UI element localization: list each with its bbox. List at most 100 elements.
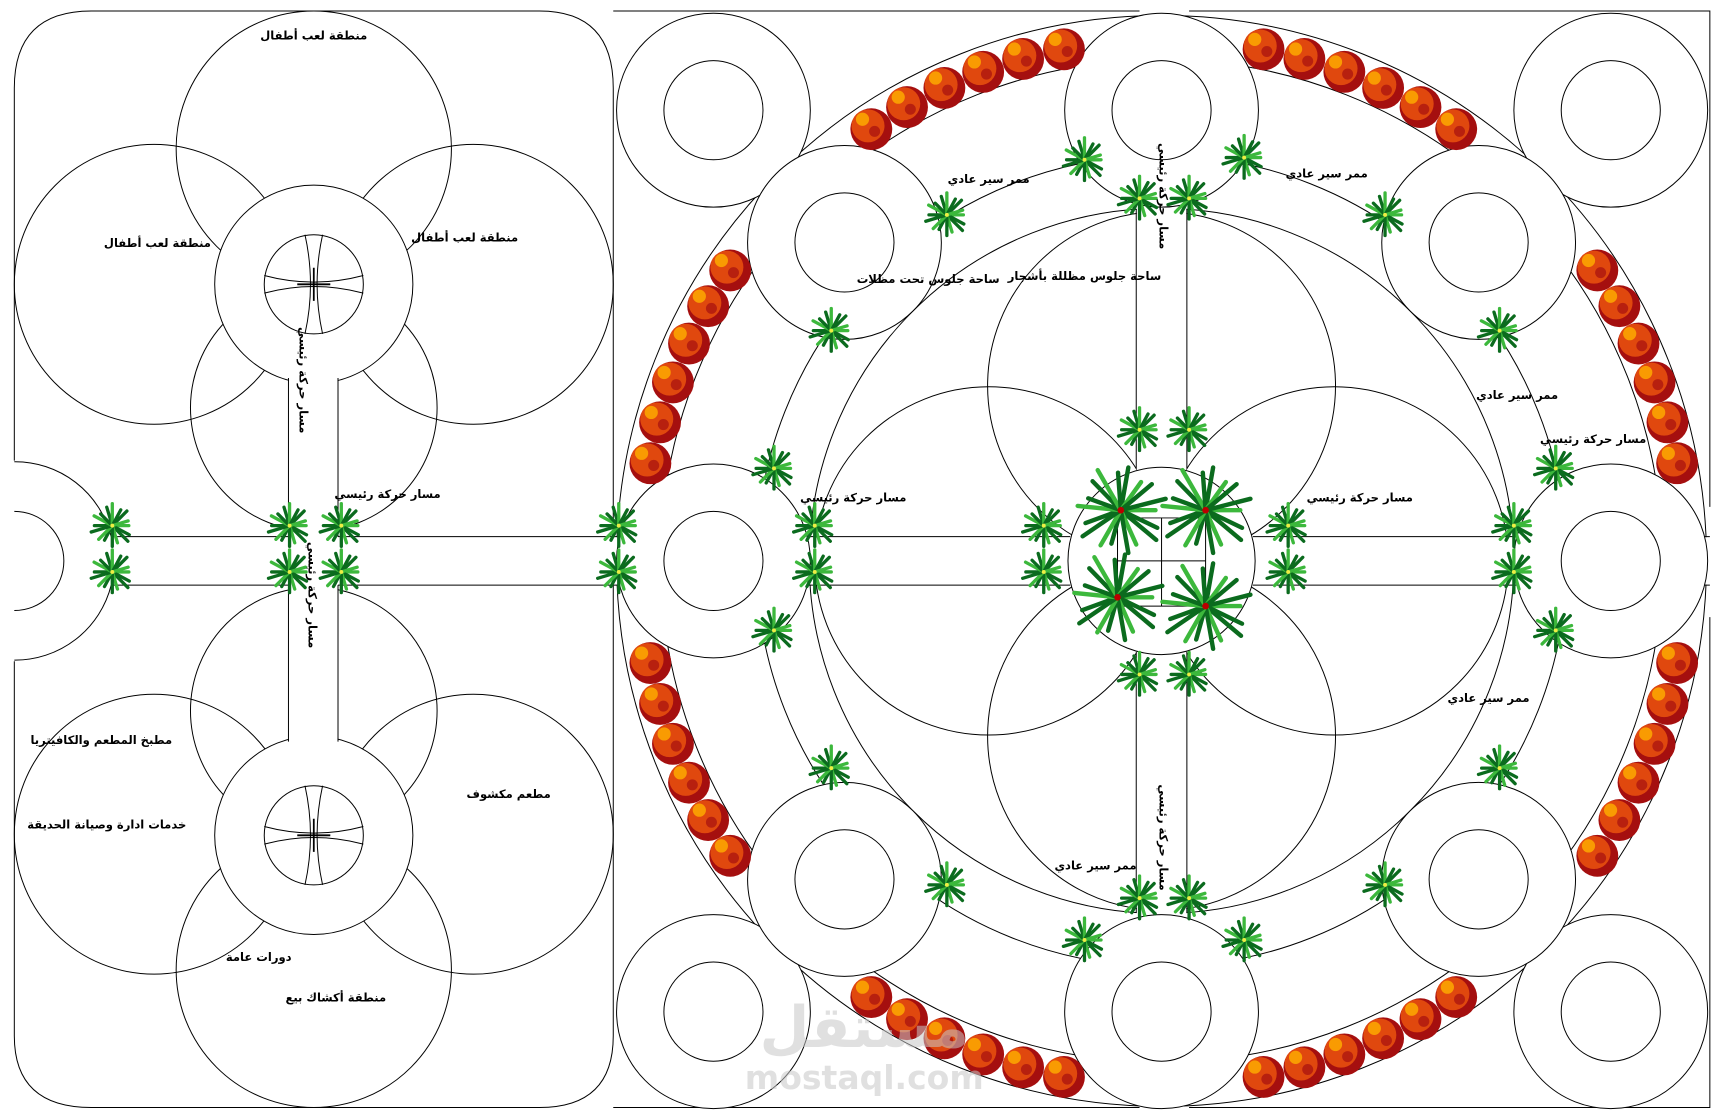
large-palm-tree (1072, 552, 1165, 643)
shrub (1576, 834, 1619, 877)
shrub (687, 799, 730, 842)
shrub (1362, 67, 1405, 109)
shrub (1362, 1017, 1405, 1060)
shrub (652, 361, 694, 404)
shrub (1002, 1046, 1045, 1089)
labels: منطقة لعب أطفال منطقة لعب أطفال منطقة لع… (27, 28, 1646, 1005)
shrub (850, 108, 893, 151)
label-main-path: مسار حركة رئيسي (1156, 784, 1170, 890)
palm-tree (1116, 406, 1159, 453)
large-palm-tree (1160, 561, 1253, 652)
label-main-path: مسار حركة رئيسي (1156, 143, 1170, 249)
roundabout-node (1064, 914, 1259, 1110)
label-kids-play-top: منطقة لعب أطفال (260, 28, 367, 43)
palm-tree (808, 306, 850, 353)
palm-tree (751, 606, 793, 653)
shrub (1598, 285, 1641, 328)
shrub (1399, 86, 1442, 129)
shrub (1598, 799, 1641, 842)
roundabout-node (616, 914, 811, 1110)
label-walkway: ممر سير عادي (948, 172, 1030, 186)
palm-tree (1166, 406, 1208, 453)
palm-tree (1476, 744, 1519, 791)
palm-tree (1221, 133, 1263, 180)
shrub (639, 401, 681, 444)
planter-circle (663, 961, 764, 1062)
shrub (1633, 361, 1676, 404)
shrub (850, 976, 893, 1019)
palm-tree (1491, 501, 1533, 548)
label-walkway: ممر سير عادي (1054, 858, 1136, 872)
shrub (886, 86, 928, 129)
label-seating-shades: ساحة جلوس تحت مظلات (857, 272, 1000, 287)
palm-tree (1061, 916, 1104, 963)
path-nodes (616, 12, 1709, 1110)
shrub (962, 1033, 1005, 1076)
planter-circle (1111, 60, 1212, 161)
label-seating-trees: ساحة جلوس مظللة بأشجار (1007, 268, 1161, 284)
roundabout-node (1381, 144, 1577, 340)
shrub (1283, 38, 1326, 80)
shrub (886, 998, 928, 1041)
planter-circle (1560, 961, 1661, 1062)
roundabout-node (747, 144, 942, 340)
shrub (1043, 28, 1085, 71)
palm-tree (89, 501, 131, 548)
palm-tree (318, 501, 360, 548)
shrub (709, 249, 752, 292)
palm-tree (1166, 174, 1208, 221)
label-walkway: ممر سير عادي (1286, 166, 1368, 180)
palm-tree (1491, 548, 1533, 595)
shrub (1242, 1056, 1285, 1098)
fountain-bottom (263, 785, 364, 886)
palm-tree (1265, 501, 1307, 548)
shrub (1002, 38, 1045, 80)
shrub (923, 1017, 966, 1060)
roundabout-node (1513, 12, 1709, 208)
label-walkway: ممر سير عادي (1476, 388, 1558, 402)
shrub (1646, 682, 1689, 725)
shrub (1576, 249, 1619, 292)
shrub (1617, 761, 1660, 804)
palm-tree (1362, 861, 1404, 908)
palm-tree (751, 444, 793, 491)
palm-tree (1532, 606, 1575, 653)
planter-circle (794, 192, 895, 293)
shrub (687, 285, 730, 328)
palm-tree (1061, 136, 1104, 183)
palm-tree (1021, 548, 1063, 595)
shrub (668, 322, 710, 365)
palm-tree (266, 548, 309, 595)
shrub (1617, 322, 1660, 365)
label-main-path: مسار حركة رئيسي (305, 542, 319, 648)
label-main-path: مسار حركة رئيسي (800, 490, 906, 504)
shrub (962, 50, 1005, 93)
shrub (668, 761, 710, 804)
palm-tree (1116, 650, 1159, 697)
large-palm-tree (1075, 465, 1168, 556)
shrub (1323, 1033, 1366, 1076)
palm-tree (1116, 174, 1159, 221)
palm-tree (1476, 306, 1519, 353)
palm-tree (596, 548, 638, 595)
planter-circle (663, 510, 764, 612)
central-garden (110, 10, 1711, 1110)
shrub (923, 67, 966, 109)
roundabout-node (1381, 781, 1577, 977)
label-main-path: مسار حركة رئيسي (334, 487, 440, 501)
palm-tree (1221, 916, 1263, 963)
palm-tree (1021, 501, 1063, 548)
shrub (1435, 976, 1478, 1019)
palm-tree (808, 744, 850, 791)
planter-circle (794, 829, 895, 930)
shrub (1242, 28, 1285, 71)
shrub (629, 442, 672, 485)
palm-tree (792, 501, 834, 548)
frame (613, 10, 1711, 1109)
palm-tree (1265, 548, 1307, 595)
large-palm-tree (1160, 465, 1253, 556)
palm-tree (924, 191, 966, 238)
palm-tree (1166, 874, 1208, 921)
shrub (639, 682, 681, 725)
